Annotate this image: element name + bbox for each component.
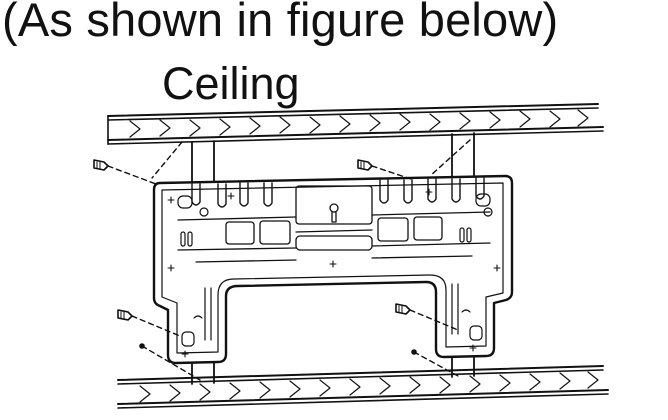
ceiling-joist-bottom (117, 365, 609, 409)
plate-ribs (177, 211, 491, 263)
joist-top-hatching (129, 109, 589, 138)
ceiling-joist-top (107, 103, 604, 145)
screw-top-right (357, 159, 415, 181)
plate-center-panel (295, 185, 373, 251)
mounting-plate (152, 174, 514, 365)
ceiling-label: Ceiling (162, 58, 300, 109)
plate-leg-details (181, 283, 483, 347)
plate-marks (167, 188, 501, 358)
screws (93, 139, 471, 381)
screw-top-left-2 (151, 141, 183, 179)
screw-top-left (93, 159, 157, 185)
joist-bottom-hatching (139, 371, 599, 403)
screw-bottom-right (395, 303, 459, 331)
figure-caption: (As shown in figure below) (2, 0, 559, 46)
plate-top-notches (191, 177, 485, 208)
screw-bottom-right-2 (411, 349, 459, 377)
screw-bottom-left-2 (139, 343, 201, 381)
screw-bottom-left (117, 309, 181, 337)
screw-top-right-2 (429, 139, 471, 177)
plate-side-slots (177, 193, 493, 247)
